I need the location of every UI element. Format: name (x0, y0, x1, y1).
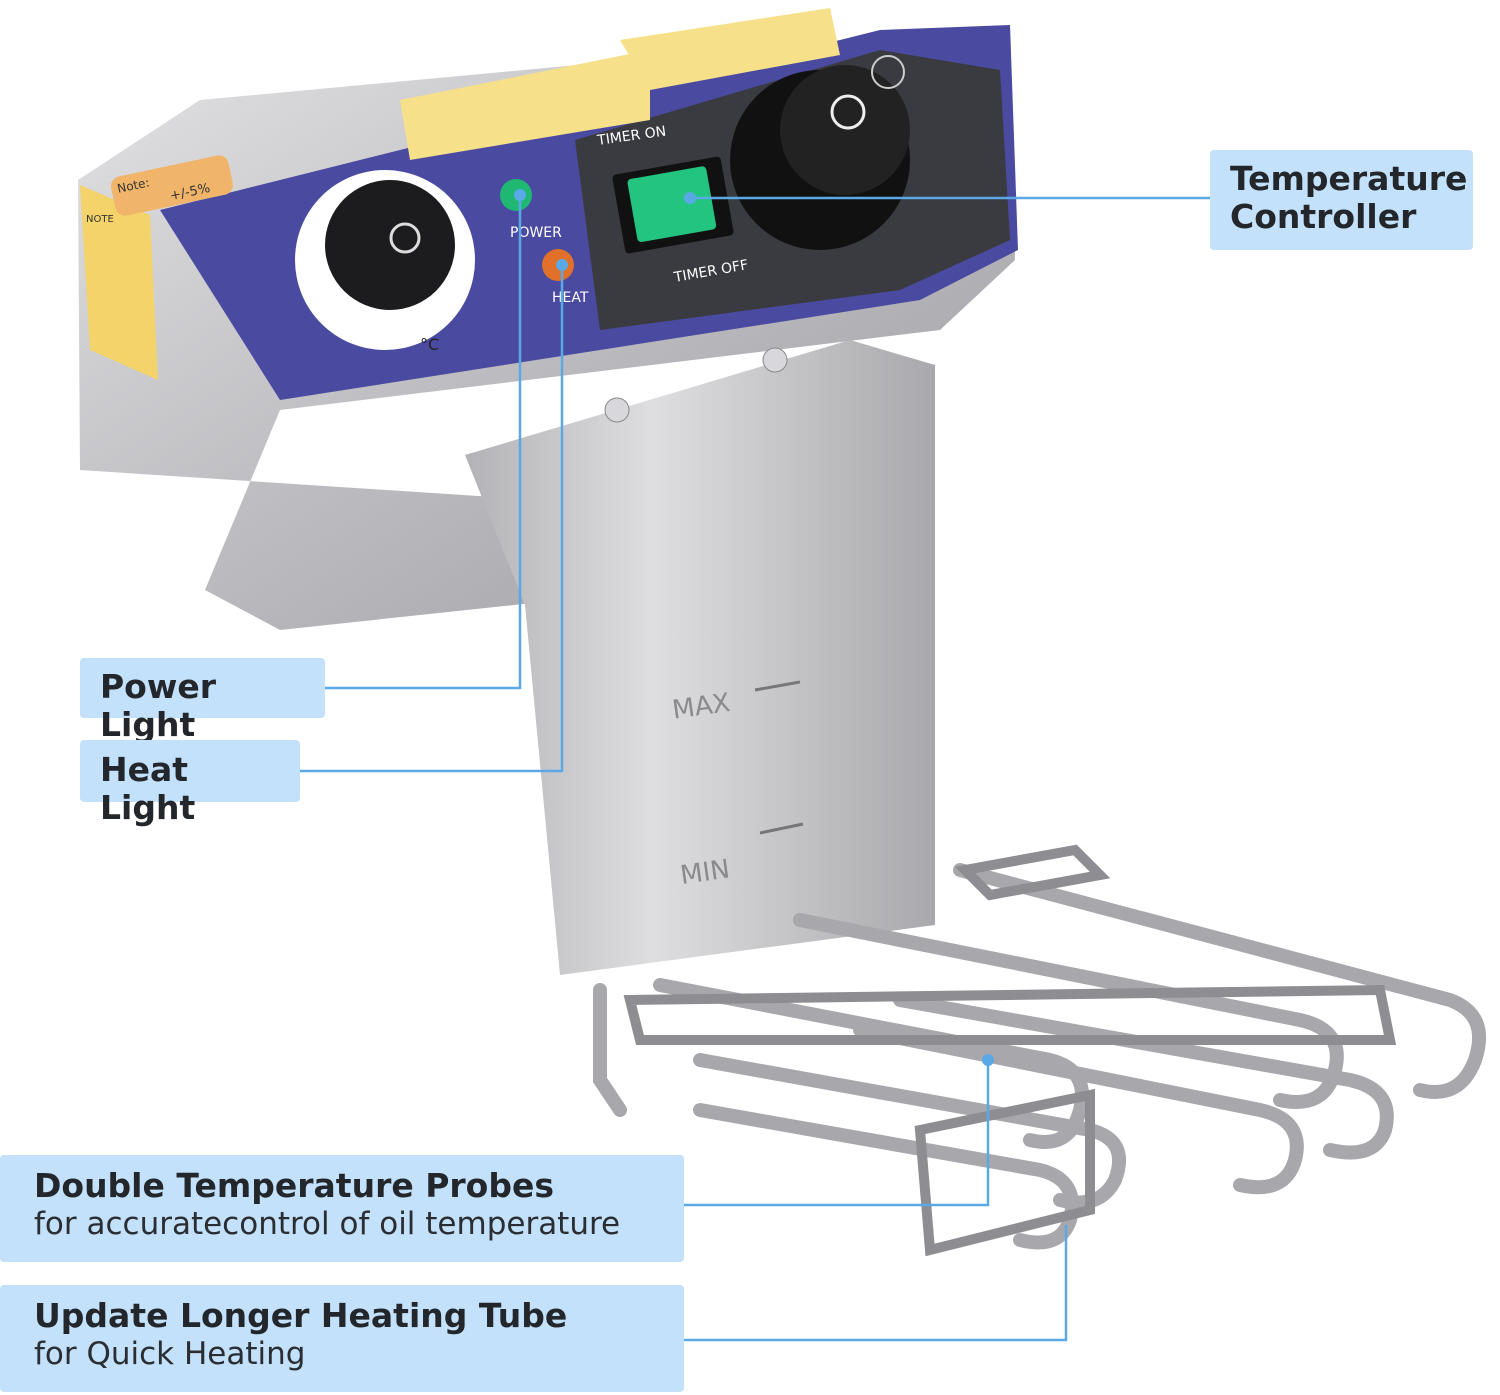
oil-tank-front (465, 340, 935, 975)
leader-power (325, 195, 522, 690)
min-line (759, 822, 804, 835)
top-sticker (400, 50, 650, 160)
celsius-label: °C (420, 335, 439, 354)
clock-symbol-icon (871, 55, 905, 89)
leader-dot (982, 1054, 994, 1066)
callout-temperature-probes: Double Temperature Probes for accurateco… (0, 1155, 684, 1262)
timer-switch[interactable] (627, 166, 717, 243)
callout-subtitle: for accuratecontrol of oil temperature (34, 1206, 621, 1242)
leader-heat (300, 265, 564, 773)
leader-dot (556, 259, 568, 271)
callout-heating-tube: Update Longer Heating Tube for Quick Hea… (0, 1285, 684, 1392)
callout-title: Update Longer Heating Tube (34, 1296, 568, 1335)
screw-knob (762, 347, 788, 373)
yellow-warning-sticker (80, 185, 158, 380)
timer-knob[interactable] (780, 65, 910, 195)
min-mark: MIN (678, 854, 731, 891)
max-line (754, 680, 801, 692)
callout-title: Heat Light (100, 750, 196, 827)
note-sticker-text: Note: (116, 175, 151, 195)
leader-dot (514, 189, 526, 201)
leader-tube (684, 1225, 1068, 1342)
callout-title: Double Temperature Probes (34, 1166, 554, 1205)
callout-heat-light: Heat Light (80, 740, 300, 827)
callout-temperature-controller: Temperature Controller (1210, 150, 1473, 250)
heat-label: HEAT (552, 290, 589, 306)
thermometer-icon (389, 222, 421, 254)
leader-lines (300, 195, 1210, 1342)
top-sticker-2 (620, 8, 840, 90)
leader-dot (684, 192, 696, 204)
clock-icon (830, 94, 866, 130)
note-sticker (110, 155, 233, 216)
temperature-knob[interactable] (325, 180, 455, 310)
note-label: NOTE (86, 214, 114, 225)
power-label: POWER (510, 225, 562, 241)
callout-title: Controller (1230, 197, 1417, 236)
callout-title: Power Light (100, 667, 216, 744)
callout-title: Temperature (1230, 159, 1468, 198)
screw-knob (604, 397, 630, 423)
callout-power-light: Power Light (80, 658, 325, 744)
tube-bracket (623, 844, 1397, 1257)
callout-subtitle: for Quick Heating (34, 1336, 306, 1372)
leader-probes (684, 1060, 990, 1207)
